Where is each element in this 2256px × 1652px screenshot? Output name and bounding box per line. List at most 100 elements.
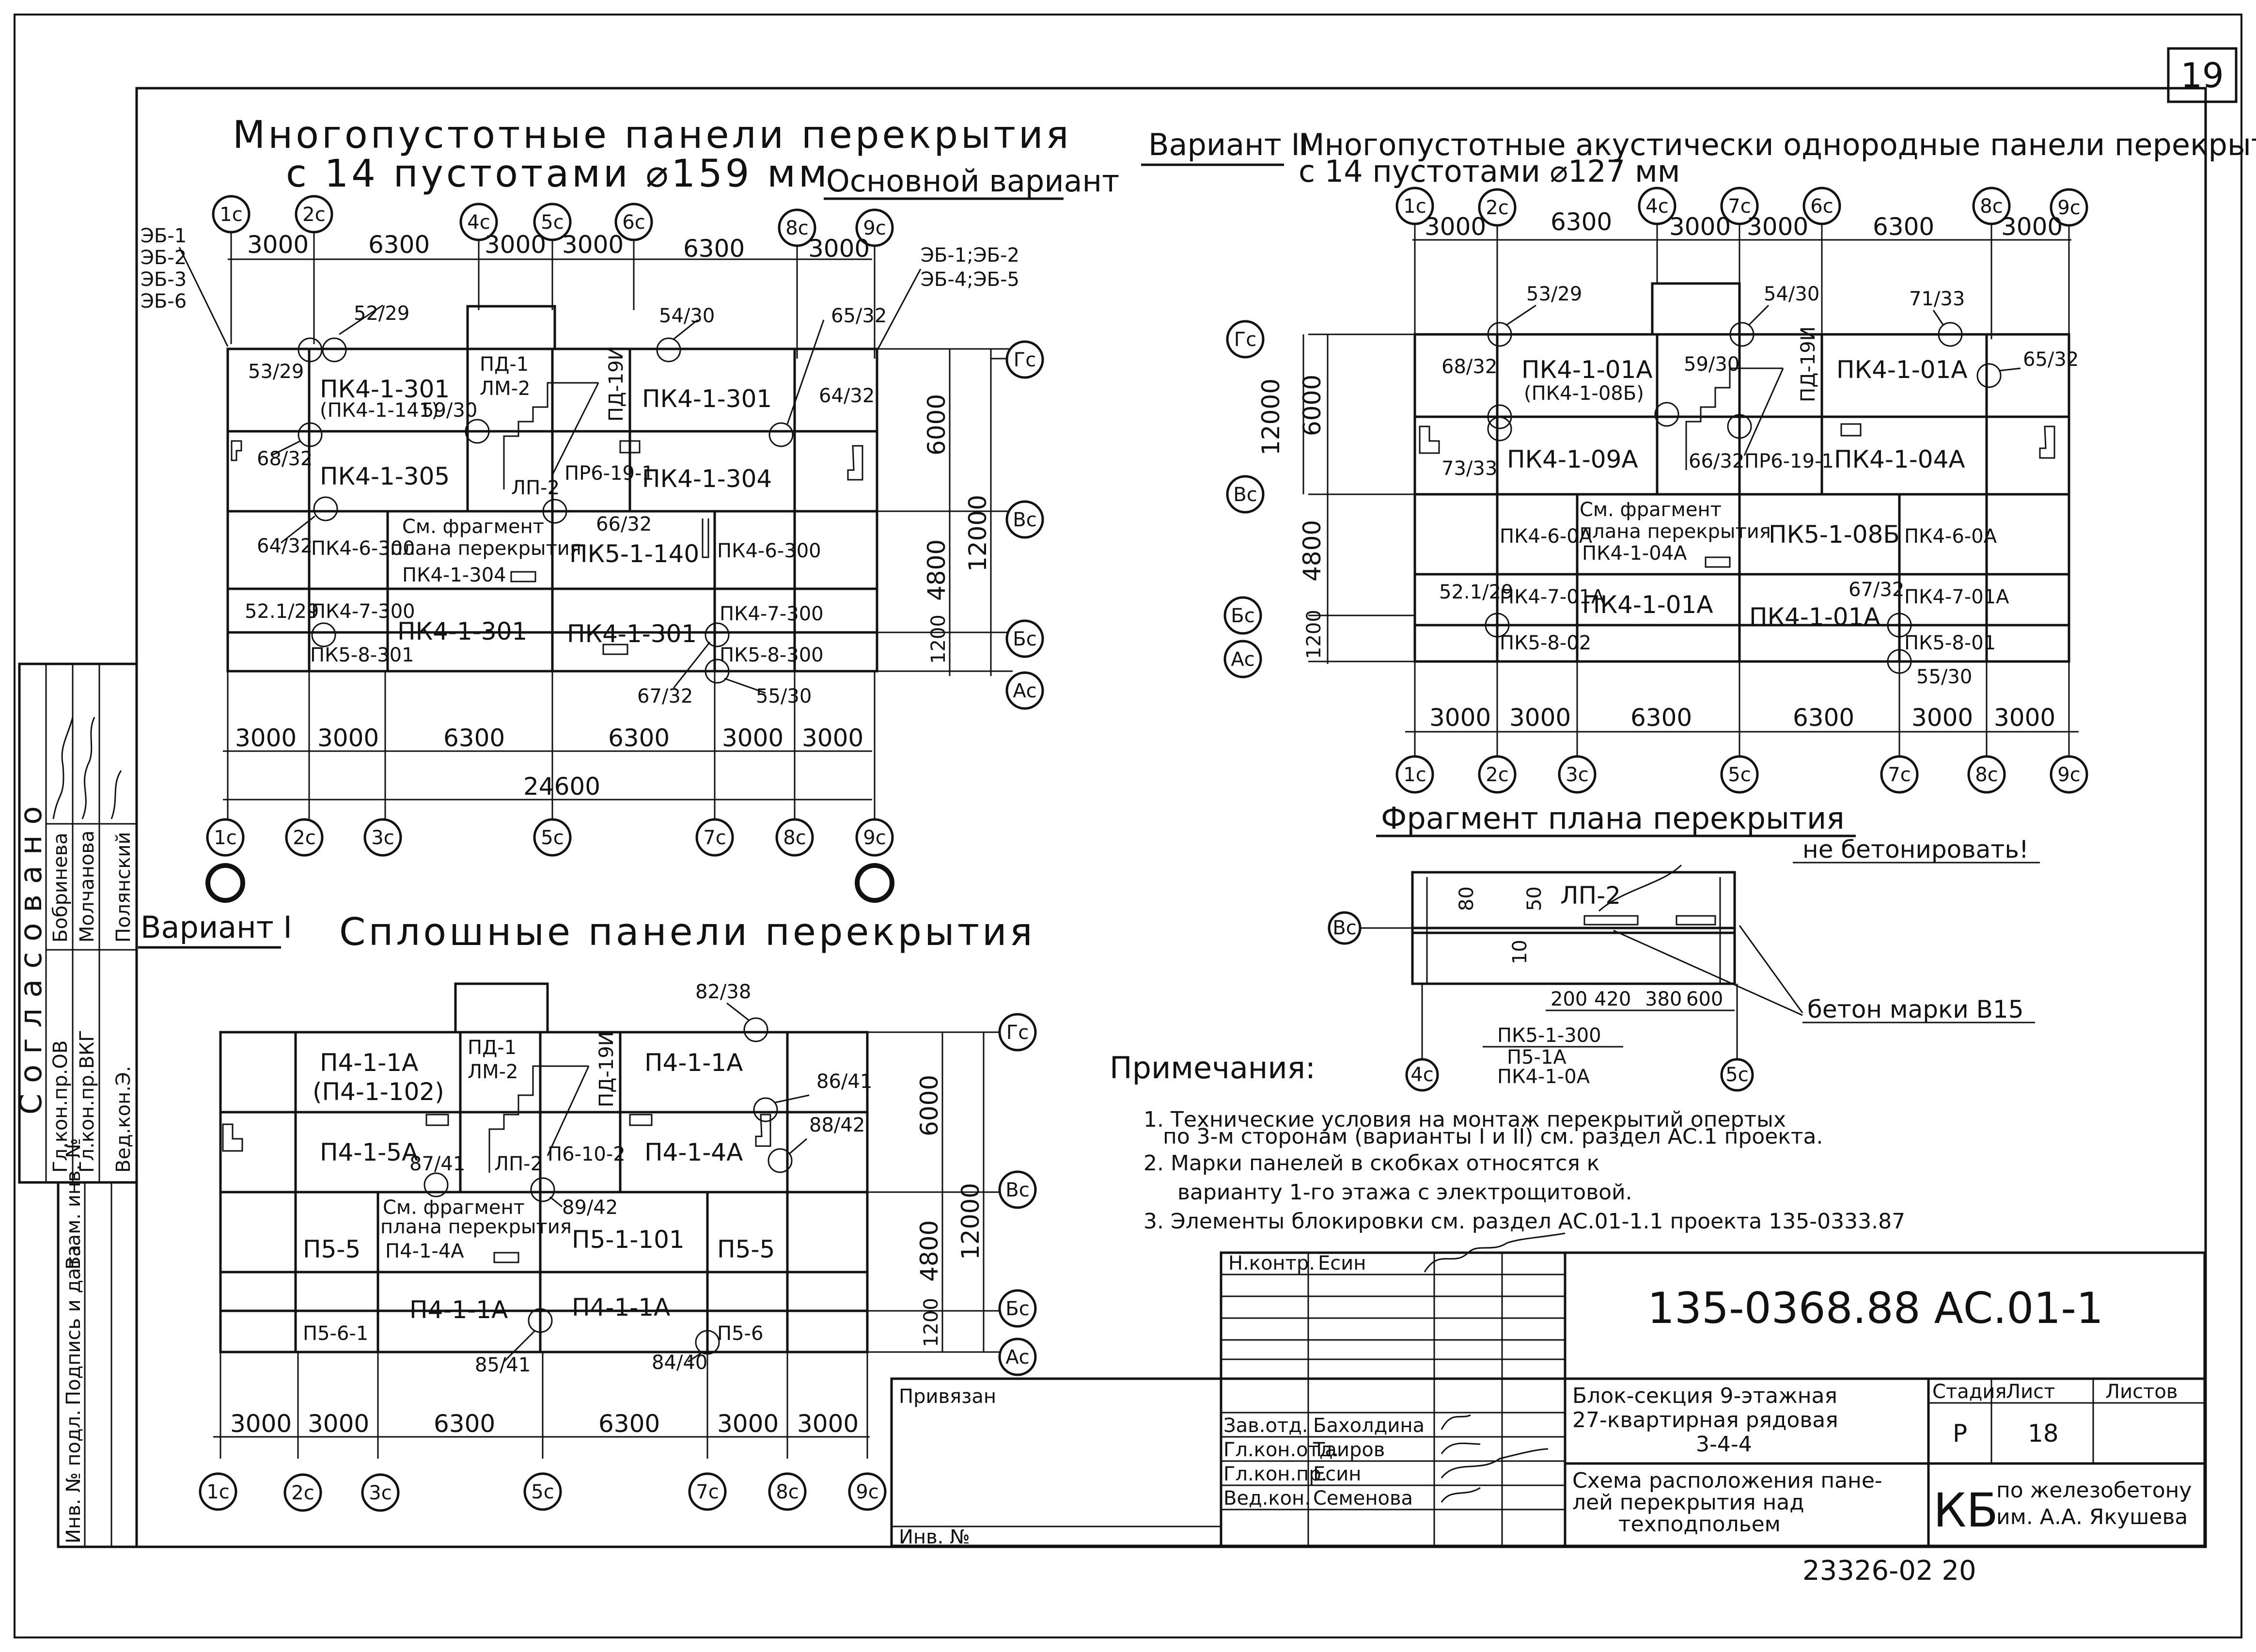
svg-text:Гс: Гс (1234, 329, 1256, 351)
stair-core-outline (454, 982, 549, 1034)
dim-bottom: 3000 (235, 724, 297, 752)
panel-label: П5-1-101 (572, 1226, 685, 1254)
axis-marker: 4с (459, 203, 498, 241)
svg-text:Бс: Бс (1231, 605, 1254, 627)
side-mark: ЭБ-2 (141, 247, 187, 269)
axis-marker: 1с (1395, 187, 1434, 225)
callout-circles (423, 1017, 793, 1355)
axis-marker: Вс (1328, 911, 1362, 945)
panel-label: ПК4-6-300 (311, 537, 415, 560)
svg-text:4с: 4с (467, 211, 490, 234)
dim-bottom: 6300 (1793, 704, 1854, 732)
panel-label: П4-1-4А (385, 1240, 464, 1262)
callout-label: 55/30 (1916, 666, 1972, 688)
svg-text:8с: 8с (783, 827, 806, 849)
svg-text:Вс: Вс (1005, 1179, 1029, 1201)
panel-label: ПР6-19-1 (564, 462, 654, 485)
axis-marker: 5с (533, 203, 572, 241)
stage-value: Р (1953, 1419, 1967, 1447)
dim-total: 24600 (523, 772, 600, 801)
dim-bottom: 6300 (598, 1410, 660, 1438)
agreed-stamp: Согласовано Гл.кон.пр.ОВ Гл.кон.пр.ВКГ В… (13, 662, 138, 1184)
svg-text:1с: 1с (214, 827, 236, 849)
panel-label: ПК5-8-02 (1500, 632, 1591, 654)
dim-side: 12000 (964, 495, 992, 572)
title-block: Н.контр. Есин 135-0368.88 АС.01-1 Привяз… (890, 1232, 2206, 1548)
agreed-role-1: Гл.кон.пр.ОВ (49, 1040, 72, 1173)
dim-bottom: 3000 (1994, 704, 2055, 732)
panel-label: П4-1-1А (644, 1049, 743, 1077)
axis-marker: 8с (778, 208, 816, 247)
panel-label: ПК4-7-01А (1500, 586, 1605, 608)
callout-label: 59/30 (422, 399, 477, 422)
svg-text:9с: 9с (2057, 197, 2080, 219)
svg-text:7с: 7с (703, 827, 726, 849)
dim-bottom: 6300 (443, 724, 505, 752)
dim-bottom: 3000 (1911, 704, 1973, 732)
panel-label: ПК4-1-04А (1582, 542, 1687, 565)
sheet-value: 18 (2028, 1419, 2059, 1447)
axis-marker: Вс (1005, 500, 1044, 539)
svg-text:1с: 1с (219, 204, 242, 226)
notes: Примечания: 1. Технические условия на мо… (1110, 1050, 1905, 1234)
axis-marker: 2с (285, 818, 324, 857)
svg-text:1с: 1с (206, 1481, 229, 1503)
axis-marker: 6с (1802, 187, 1841, 225)
panel-label: ПК4-1-301 (642, 385, 772, 413)
axis-marker: 6с (614, 203, 653, 241)
panel-label: См. фрагмент (383, 1196, 525, 1219)
svg-text:Бс: Бс (1005, 1298, 1029, 1320)
svg-text:1с: 1с (1403, 195, 1426, 218)
outer-border (14, 14, 2242, 1638)
panel-label: (П4-1-102) (313, 1078, 444, 1106)
axis-marker: 2с (295, 195, 333, 234)
role-label: Гл.кон.отд. (1223, 1439, 1339, 1461)
note-1b: по 3-м сторонам (варианты I и II) см. ра… (1163, 1124, 1823, 1149)
axis-marker: 8с (768, 1472, 807, 1511)
stair-core-outline (1651, 282, 1741, 336)
dim-side: 6000 (915, 1075, 943, 1136)
panel-label: ПК4-7-01А (1904, 586, 2009, 608)
dim-side: 1200 (920, 1298, 942, 1347)
strip-label-inv: Инв. № подл. (63, 1410, 85, 1543)
axis-marker: 8с (1972, 187, 2011, 225)
svg-text:5с: 5с (531, 1481, 554, 1503)
dim-side: 4800 (915, 1220, 943, 1282)
side-mark: ЭБ-1;ЭБ-2 (921, 244, 1019, 267)
panel-label: ЛП-2 (494, 1153, 543, 1175)
role-name: Есин (1313, 1463, 1361, 1485)
dim-top: 6300 (368, 231, 430, 259)
svg-text:3с: 3с (371, 827, 394, 849)
svg-text:Ас: Ас (1005, 1346, 1029, 1369)
axis-marker: Гс (1005, 340, 1044, 379)
callout-label: 52.1/29 (245, 600, 319, 623)
axis-marker: 1с (199, 1472, 237, 1511)
svg-text:5с: 5с (1728, 764, 1751, 786)
svg-text:2с: 2с (291, 1482, 314, 1504)
page-number-box (2167, 47, 2238, 103)
callout-label: 68/32 (257, 448, 313, 470)
page-number: 19 (2180, 56, 2224, 95)
agreed-signature-2 (81, 717, 95, 819)
svg-text:6с: 6с (1810, 195, 1833, 218)
fragment-dim: 600 (1686, 988, 1723, 1010)
svg-text:5с: 5с (541, 211, 564, 234)
dim-top: 3000 (485, 231, 546, 259)
axis-marker: Бс (1223, 596, 1262, 635)
panel-label: ПК4-1-301 (567, 620, 697, 648)
note-2b: варианту 1-го этажа с электрощитовой. (1177, 1180, 1632, 1205)
axis-marker: Ас (998, 1337, 1037, 1376)
svg-text:9с: 9с (863, 827, 886, 849)
callout-label: 65/32 (2023, 348, 2079, 371)
panel-label: П5-6 (717, 1322, 763, 1345)
description-line-2: 27-квартирная рядовая (1572, 1408, 1838, 1432)
svg-text:2с: 2с (1486, 197, 1508, 219)
fragment-title: Фрагмент плана перекрытия (1381, 801, 1845, 836)
fragment-concrete: бетон марки В15 (1807, 995, 2024, 1023)
archive-number: 23326-02 20 (1802, 1555, 1976, 1587)
panel-label: ПК4-1-304 (642, 465, 772, 493)
agreed-role-3: Вед.кон.Э. (112, 1066, 135, 1173)
drawing-title-1: Схема расположения пане- (1572, 1468, 1882, 1493)
strip-label-sign: Подпись и дата (63, 1245, 85, 1405)
axis-marker: 9с (848, 1472, 887, 1511)
